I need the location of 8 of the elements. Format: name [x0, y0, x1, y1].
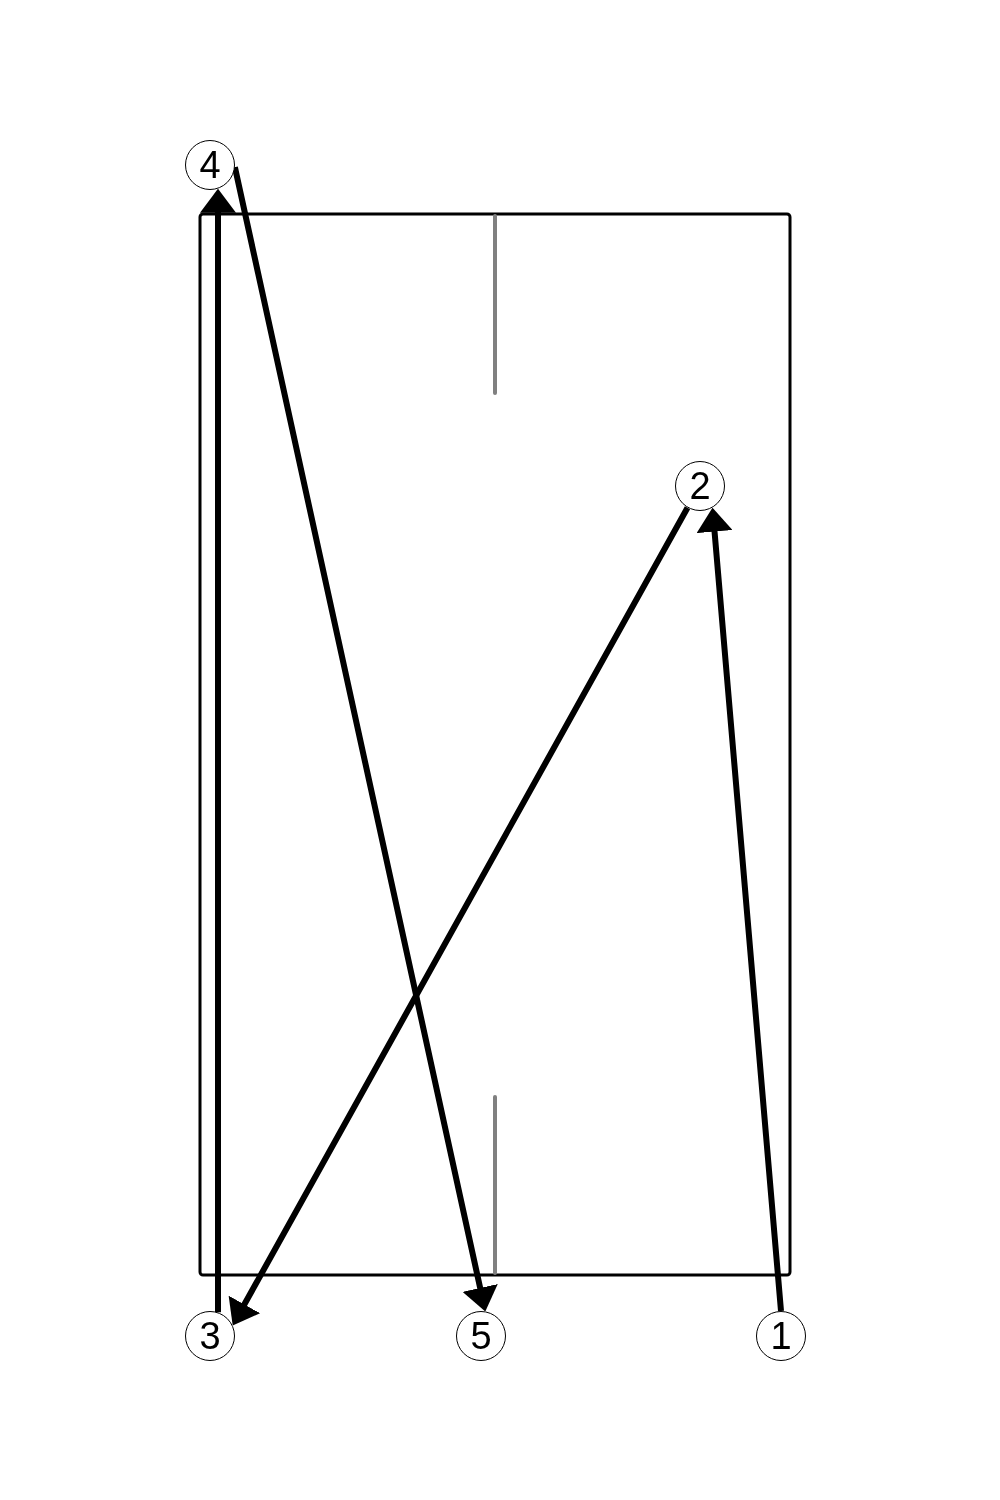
arrow: [200, 188, 236, 1313]
step-number: 5: [456, 1311, 506, 1361]
arrow: [228, 506, 691, 1327]
step-number: 3: [185, 1311, 235, 1361]
step-number: 4: [185, 140, 235, 190]
step-number: 1: [756, 1311, 806, 1361]
step-number: 2: [675, 461, 725, 511]
arrow: [231, 166, 498, 1313]
